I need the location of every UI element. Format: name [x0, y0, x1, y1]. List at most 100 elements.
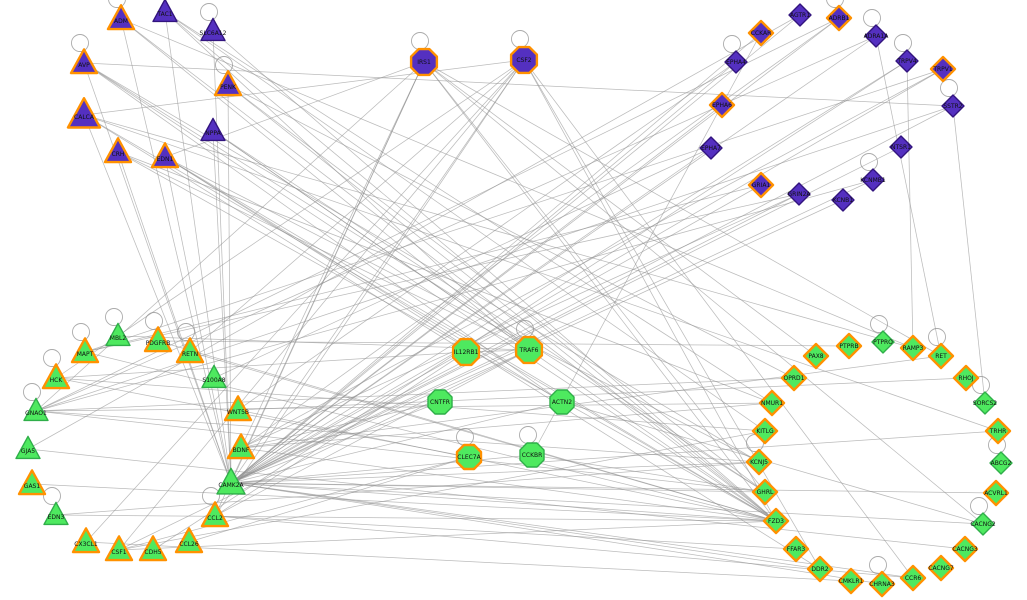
graph-node-CMKLR1[interactable]: CMKLR1	[837, 567, 865, 595]
edge-GJA5-CACNG3	[27, 448, 966, 550]
graph-node-MBL2[interactable]: MBL2	[105, 322, 131, 347]
edge-CCL2-FFAR3	[214, 515, 797, 550]
graph-node-ACTN2[interactable]: ACTN2	[549, 389, 575, 415]
graph-node-GAS1[interactable]: GAS1	[17, 469, 47, 496]
graph-node-RHOJ[interactable]: RHOJ	[952, 364, 980, 392]
graph-node-SLC6A12[interactable]: SLC6A12	[200, 17, 227, 42]
graph-node-EDN1[interactable]: EDN1	[150, 142, 180, 169]
node-shape-diamond	[780, 364, 808, 392]
node-shape-triangle	[200, 501, 230, 528]
graph-node-GNAO1[interactable]: GNAO1	[23, 397, 49, 422]
edge-KCNMB1-CAMK2A	[230, 179, 874, 484]
edge-PENK-OPRD1	[227, 84, 795, 379]
graph-node-CCR6[interactable]: CCR6	[899, 564, 927, 592]
graph-node-CLEC7A[interactable]: CLEC7A	[455, 443, 483, 471]
node-shape-diamond	[724, 50, 748, 74]
graph-node-NPPA[interactable]: NPPA	[200, 117, 226, 142]
graph-node-CACNG7[interactable]: CACNG7	[927, 554, 955, 582]
node-shape-octagon	[509, 45, 539, 75]
graph-node-TRPV4[interactable]: TRPV4	[895, 49, 919, 73]
node-shape-diamond	[951, 535, 979, 563]
graph-node-DDR2[interactable]: DDR2	[806, 555, 834, 583]
graph-node-PTPRB[interactable]: PTPRB	[835, 332, 863, 360]
node-shape-diamond	[708, 91, 736, 119]
edge-PDGFRB-PTPRB	[157, 340, 850, 347]
graph-node-CCL2[interactable]: CCL2	[200, 501, 230, 528]
edge-EDN1-CAMK2A	[164, 156, 232, 484]
graph-node-GJA5[interactable]: GJA5	[15, 435, 41, 460]
graph-node-FFAR3[interactable]: FFAR3	[782, 535, 810, 563]
graph-node-GHRL[interactable]: GHRL	[751, 478, 779, 506]
edge-SSTR2-SORCS2	[952, 105, 986, 404]
graph-node-CSF2[interactable]: CSF2	[509, 45, 539, 75]
edge-CALCA-CSF2	[83, 59, 525, 116]
graph-node-IRS1[interactable]: IRS1	[409, 47, 439, 77]
edge-CAMK2A-DDR2	[230, 482, 821, 570]
graph-node-EPHA4[interactable]: EPHA4	[724, 50, 748, 74]
graph-node-WNT5B[interactable]: WNT5B	[223, 395, 253, 422]
edge-IRS1-CCL2	[214, 61, 425, 517]
node-shape-diamond	[747, 19, 775, 47]
graph-node-OPRD1[interactable]: OPRD1	[780, 364, 808, 392]
edge-layer	[27, 11, 999, 585]
edge-CSF2-CX3CL1	[85, 59, 525, 543]
graph-node-KCNMB1[interactable]: KCNMB1	[860, 168, 886, 192]
graph-node-IL12RB1[interactable]: IL12RB1	[451, 337, 481, 367]
graph-node-KCNB1[interactable]: KCNB1	[831, 188, 855, 212]
graph-node-SORCS2[interactable]: SORCS2	[973, 391, 997, 415]
graph-node-CNTFR[interactable]: CNTFR	[427, 389, 453, 415]
graph-node-RETN[interactable]: RETN	[175, 337, 205, 364]
node-shape-triangle	[69, 48, 99, 75]
edge-GAS1-FZD3	[31, 483, 777, 522]
node-shape-diamond	[699, 136, 723, 160]
graph-node-CCL26[interactable]: CCL26	[174, 527, 204, 554]
node-shape-octagon	[455, 443, 483, 471]
edge-EPHA6-CAMK2A	[230, 104, 723, 484]
edge-IRS1-GNAO1	[35, 61, 425, 412]
graph-node-EDN3[interactable]: EDN3	[43, 501, 69, 526]
graph-node-KITLG[interactable]: KITLG	[751, 417, 779, 445]
node-shape-octagon	[451, 337, 481, 367]
graph-node-AGTR1[interactable]: AGTR1	[788, 3, 812, 27]
graph-node-KCNJ5[interactable]: KCNJ5	[745, 448, 773, 476]
node-shape-triangle	[138, 535, 168, 562]
graph-node-RAMP3[interactable]: RAMP3	[899, 334, 927, 362]
graph-node-TRAF6[interactable]: TRAF6	[514, 335, 544, 365]
edge-EDN1-KCNJ5	[164, 156, 760, 463]
graph-node-CALCA[interactable]: CALCA	[66, 96, 102, 129]
graph-node-TAC1[interactable]: TAC1	[152, 0, 178, 23]
graph-node-ADM[interactable]: ADM	[106, 4, 136, 31]
graph-node-CACNG3[interactable]: CACNG3	[951, 535, 979, 563]
edge-EPHA7-CAMK2A	[230, 147, 712, 484]
graph-node-GRIA1[interactable]: GRIA1	[747, 171, 775, 199]
graph-node-HCK[interactable]: HCK	[41, 363, 71, 390]
graph-node-CAMK2A[interactable]: CAMK2A	[216, 467, 246, 495]
edge-PENK-FZD3	[227, 84, 777, 522]
graph-node-CCKBR[interactable]: CCKBR	[519, 442, 545, 468]
graph-node-ABCG2[interactable]: ABCG2	[989, 451, 1013, 475]
graph-node-PAX8[interactable]: PAX8	[802, 342, 830, 370]
edge-TRPV4-CDH5	[152, 60, 908, 551]
graph-node-TRHR[interactable]: TRHR	[984, 417, 1012, 445]
graph-node-ACVRL1[interactable]: ACVRL1	[982, 479, 1010, 507]
self-loop-GNAO1	[23, 383, 41, 401]
node-shape-triangle	[43, 501, 69, 526]
graph-node-AVP[interactable]: AVP	[69, 48, 99, 75]
graph-node-TRPV1[interactable]: TRPV1	[929, 55, 957, 83]
graph-node-GRIN2A[interactable]: GRIN2A	[787, 182, 812, 206]
graph-node-ADRB1[interactable]: ADRB1	[825, 4, 853, 32]
edge-WNT5B-FZD3	[237, 409, 777, 522]
graph-node-RET[interactable]: RET	[927, 342, 955, 370]
edge-CNTFR-CAMK2A	[230, 401, 441, 484]
graph-node-PTPRO[interactable]: PTPRO	[871, 330, 895, 354]
graph-node-NMUR1[interactable]: NMUR1	[758, 389, 786, 417]
graph-node-EPHA6[interactable]: EPHA6	[708, 91, 736, 119]
graph-node-ADRA1A[interactable]: ADRA1A	[864, 24, 890, 48]
graph-node-PENK[interactable]: PENK	[213, 70, 243, 97]
graph-node-SSTR2[interactable]: SSTR2	[941, 94, 965, 118]
self-loop-CSF2	[511, 30, 529, 48]
graph-node-CHRNA3[interactable]: CHRNA3	[868, 570, 896, 598]
node-shape-triangle	[226, 433, 256, 460]
edge-CSF2-CSF1	[118, 59, 525, 551]
